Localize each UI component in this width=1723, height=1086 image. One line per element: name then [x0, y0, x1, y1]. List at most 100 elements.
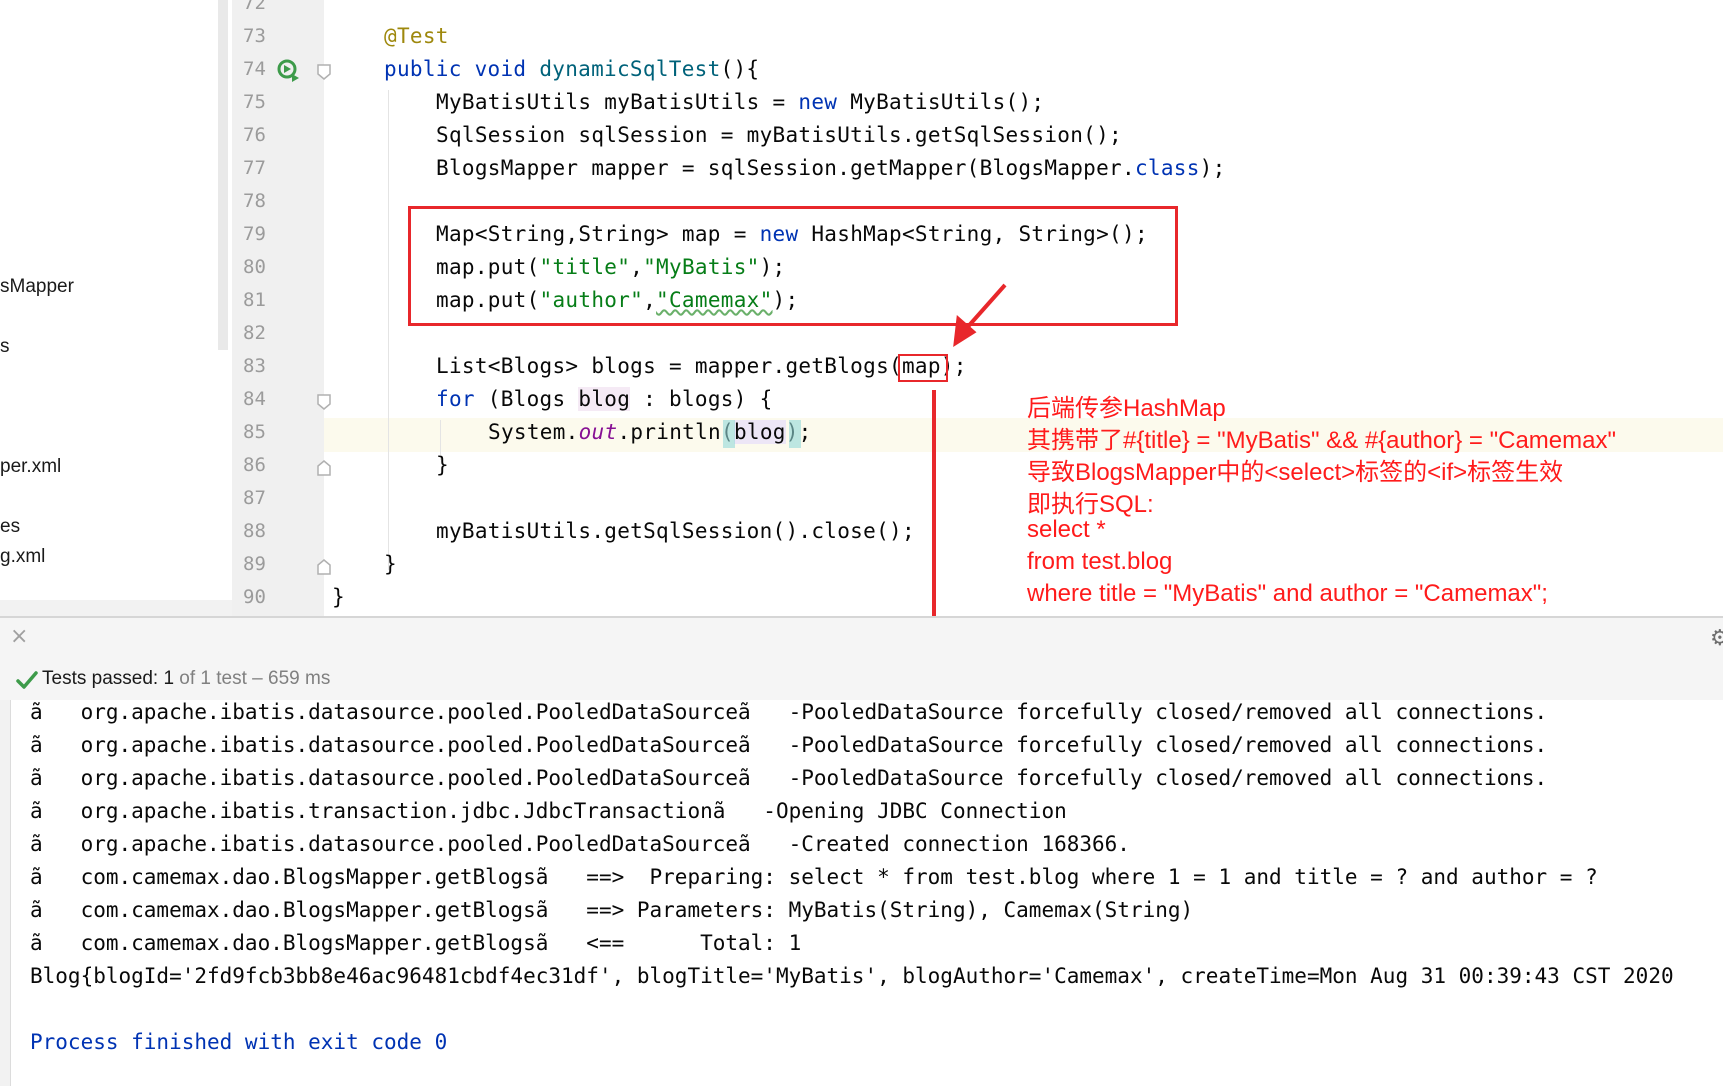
test-annotation: @Test	[384, 24, 449, 48]
code-line-76: SqlSession sqlSession = myBatisUtils.get…	[436, 123, 1122, 147]
console-line: ã org.apache.ibatis.datasource.pooled.Po…	[30, 700, 1548, 724]
editor-gutter	[232, 0, 324, 616]
map-argument: map	[901, 354, 941, 378]
string-literal: "Camemax"	[656, 288, 773, 312]
line-number: 82	[243, 322, 266, 344]
indent-guide	[388, 90, 389, 570]
project-scrollbar[interactable]	[218, 0, 228, 350]
project-tree-panel: sMapper s per.xml es g.xml	[0, 0, 212, 616]
code-text: (){	[720, 57, 760, 81]
annotation-note-line: select *	[1027, 516, 1106, 543]
code-text: BlogsMapper mapper = sqlSession.getMappe…	[436, 156, 1135, 180]
code-text: : blogs) {	[630, 387, 773, 411]
fold-marker-icon[interactable]	[316, 63, 332, 81]
line-number: 85	[243, 421, 266, 443]
string-literal: "title"	[539, 255, 631, 279]
code-text: ,	[630, 255, 644, 279]
gear-icon[interactable]: ⚙	[1710, 626, 1723, 651]
project-panel-footer	[0, 600, 232, 616]
line-number: 88	[243, 520, 266, 542]
code-text: );	[759, 255, 786, 279]
line-number: 74	[243, 58, 266, 80]
panel-splitter[interactable]	[0, 616, 1723, 618]
code-line-89: }	[384, 552, 397, 576]
annotation-note-line: 后端传参HashMap	[1027, 395, 1226, 422]
tree-item[interactable]: s	[0, 336, 10, 357]
test-status-bar: Tests passed: 1 of 1 test – 659 ms	[0, 660, 1723, 701]
tree-item[interactable]: g.xml	[0, 546, 46, 567]
line-number: 84	[243, 388, 266, 410]
code-line-75: MyBatisUtils myBatisUtils = new MyBatisU…	[436, 90, 1044, 114]
current-line-highlight	[324, 418, 1723, 452]
tests-passed-label: Tests passed:	[42, 668, 164, 689]
console-line: ã com.camemax.dao.BlogsMapper.getBlogsã …	[30, 898, 1194, 922]
code-text: );	[772, 288, 799, 312]
code-line-77: BlogsMapper mapper = sqlSession.getMappe…	[436, 156, 1226, 180]
code-text: MyBatisUtils myBatisUtils =	[436, 90, 799, 114]
line-number: 90	[243, 586, 266, 608]
console-line: ã org.apache.ibatis.datasource.pooled.Po…	[30, 766, 1548, 790]
keyword: public void	[384, 57, 540, 81]
paren-match-highlight	[723, 420, 735, 448]
keyword: for	[436, 387, 475, 411]
fold-marker-icon[interactable]	[316, 393, 332, 411]
code-line-81: map.put("author","Camemax");	[436, 288, 798, 312]
line-number: 81	[243, 289, 266, 311]
fold-end-marker-icon[interactable]	[316, 459, 332, 477]
code-line-84: for (Blogs blog : blogs) {	[436, 387, 773, 411]
line-number: 87	[243, 487, 266, 509]
code-text: System.	[488, 420, 579, 444]
line-number: 79	[243, 223, 266, 245]
tests-passed-count: 1	[163, 668, 175, 689]
code-text: );	[940, 354, 967, 378]
console-result-line: Blog{blogId='2fd9fcb3bb8e46ac96481cbdf4e…	[30, 964, 1674, 988]
string-literal: "author"	[539, 288, 644, 312]
annotation-note-line: 即执行SQL:	[1027, 491, 1154, 518]
code-line-86: }	[436, 453, 449, 477]
code-text: HashMap<String, String>();	[798, 222, 1148, 246]
static-field: out	[578, 420, 618, 444]
code-text: ,	[643, 288, 657, 312]
line-number: 83	[243, 355, 266, 377]
console-line: ã org.apache.ibatis.transaction.jdbc.Jdb…	[30, 799, 1067, 823]
close-icon[interactable]: ×	[10, 624, 29, 649]
code-line-74: public void dynamicSqlTest(){	[384, 57, 759, 81]
run-panel-header: × ⚙	[0, 618, 1723, 661]
paren-match-highlight	[789, 420, 801, 448]
code-text: (Blogs	[474, 387, 579, 411]
console-toolbar	[0, 700, 11, 1086]
code-line-80: map.put("title","MyBatis");	[436, 255, 786, 279]
code-text: .println(	[617, 420, 734, 444]
annotation-note-line: 其携带了#{title} = "MyBatis" && #{author} = …	[1027, 427, 1616, 454]
code-line-90: }	[332, 585, 345, 609]
line-number: 80	[243, 256, 266, 278]
console-line: ã org.apache.ibatis.datasource.pooled.Po…	[30, 733, 1548, 757]
checkmark-icon	[16, 671, 38, 689]
console-output[interactable]	[0, 700, 1723, 1086]
keyword: class	[1134, 156, 1200, 180]
code-line-88: myBatisUtils.getSqlSession().close();	[436, 519, 915, 543]
line-number: 76	[243, 124, 266, 146]
println-argument: blog	[733, 420, 786, 444]
keyword: new	[759, 222, 799, 246]
code-text: List<Blogs> blogs = mapper.getBlogs(	[436, 354, 902, 378]
line-number: 78	[243, 190, 266, 212]
hashmap-highlight-box	[408, 206, 1178, 326]
tree-item[interactable]: per.xml	[0, 456, 62, 477]
line-number: 86	[243, 454, 266, 476]
method-name: dynamicSqlTest	[539, 57, 721, 81]
annotation-note-line: where title = "MyBatis" and author = "Ca…	[1027, 580, 1548, 607]
code-line-79: Map<String,String> map = new HashMap<Str…	[436, 222, 1148, 246]
annotation-note-line: from test.blog	[1027, 548, 1173, 575]
process-exit-line: Process finished with exit code 0	[30, 1030, 448, 1054]
line-number: 72	[243, 0, 266, 14]
loop-variable: blog	[578, 387, 631, 411]
tree-item[interactable]: es	[0, 516, 21, 537]
code-text: map.put(	[436, 288, 540, 312]
code-line-83: List<Blogs> blogs = mapper.getBlogs(map)…	[436, 354, 967, 378]
indent-guide	[440, 420, 441, 460]
fold-end-marker-icon[interactable]	[316, 558, 332, 576]
run-test-icon[interactable]	[276, 58, 302, 84]
tree-item[interactable]: sMapper	[0, 276, 74, 297]
console-line: ã com.camemax.dao.BlogsMapper.getBlogsã …	[30, 931, 802, 955]
